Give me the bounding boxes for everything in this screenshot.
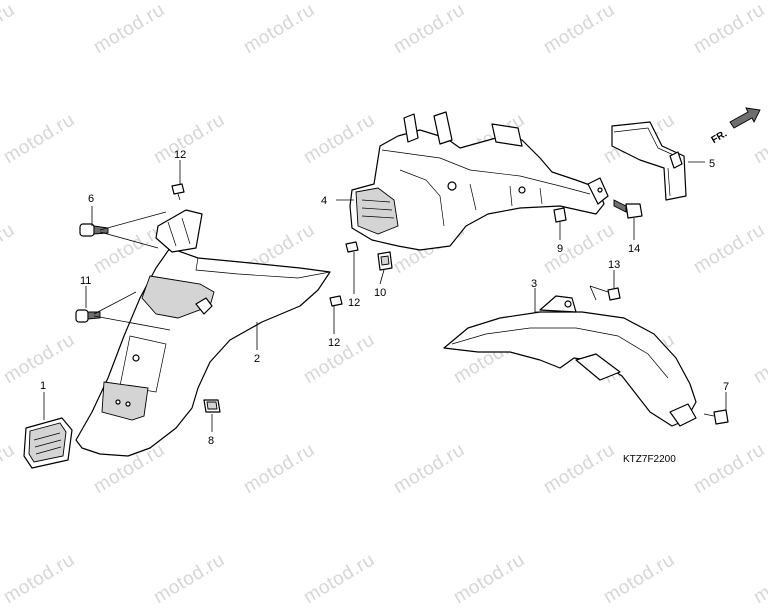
front-arrow: FR. [710, 107, 761, 146]
screw-7 [713, 409, 729, 425]
screw-13 [607, 287, 621, 301]
callout-11: 11 [80, 275, 91, 287]
callout-12-top: 12 [174, 149, 186, 161]
bolt-11 [75, 309, 89, 323]
callout-6: 6 [88, 193, 94, 205]
bolt-14 [625, 203, 643, 219]
callout-9: 9 [557, 243, 563, 255]
fasteners [75, 183, 729, 425]
splash-guard [443, 295, 697, 427]
screw-12-top [171, 183, 185, 195]
callout-5: 5 [709, 158, 715, 170]
rear-fender-upper [75, 209, 331, 457]
callout-12-middle: 12 [348, 297, 360, 309]
rear-reflector [23, 417, 73, 469]
callout-3: 3 [531, 278, 537, 290]
inner-fender-bracket [349, 111, 609, 251]
leader-lines [43, 160, 727, 432]
rear-bracket [611, 121, 687, 201]
callout-2: 2 [254, 353, 260, 365]
callouts: 1 2 3 4 5 6 7 8 9 10 11 12 12 12 13 14 [40, 149, 729, 447]
callout-7: 7 [723, 381, 729, 393]
callout-13: 13 [608, 259, 620, 271]
drawing-code: KTZ7F2200 [623, 454, 676, 465]
callout-10: 10 [374, 287, 386, 299]
callout-4: 4 [321, 195, 327, 207]
callout-8: 8 [208, 435, 214, 447]
callout-14: 14 [628, 243, 640, 255]
parts-diagram: FR. 1 2 3 4 5 6 7 8 9 10 11 12 12 12 13 … [23, 107, 761, 469]
nut-9 [553, 207, 567, 223]
callout-1: 1 [40, 380, 46, 392]
callout-12-lower: 12 [328, 337, 340, 349]
front-arrow-label: FR. [710, 128, 730, 146]
